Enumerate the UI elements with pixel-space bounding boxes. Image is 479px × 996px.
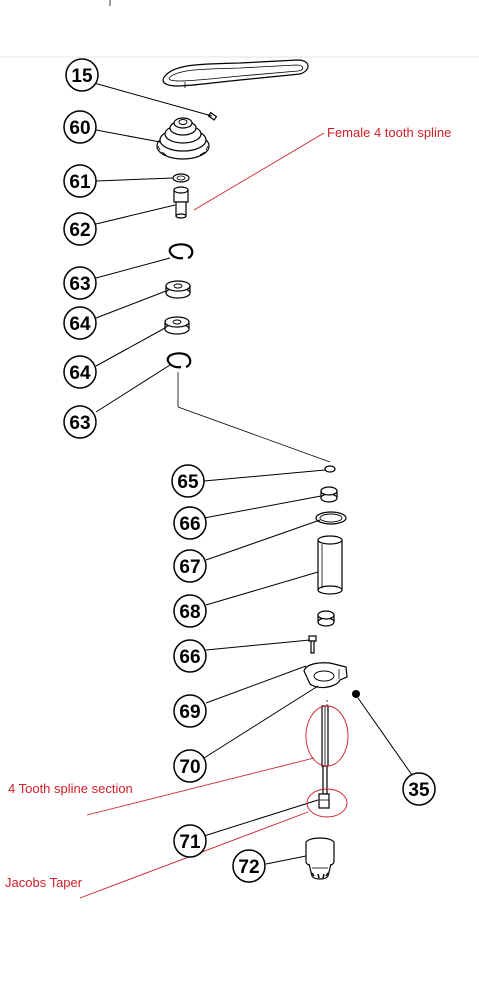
spline-sleeve-part [173, 186, 189, 219]
small-nut-part [324, 465, 336, 473]
callout-60-label: 60 [69, 118, 90, 139]
callout-66-lower-label: 66 [179, 647, 200, 668]
callout-68: 68 [173, 594, 207, 628]
callout-72-label: 72 [238, 857, 259, 878]
callout-35: 35 [402, 772, 436, 806]
spacer-upper-part [320, 486, 338, 503]
callout-66-lower: 66 [173, 639, 207, 673]
female-spline-note: Female 4 tooth spline [327, 125, 451, 140]
callout-62: 62 [63, 212, 97, 246]
callout-72: 72 [232, 849, 266, 883]
callout-68-label: 68 [179, 602, 200, 623]
callout-60: 60 [63, 110, 97, 144]
callout-69: 69 [173, 694, 207, 728]
callout-71: 71 [173, 824, 207, 858]
axis-connector [177, 406, 331, 463]
o-ring-part [315, 511, 347, 525]
jacobs-taper-note: Jacobs Taper [5, 875, 83, 890]
callout-66-upper: 66 [173, 506, 207, 540]
drill-chuck-part [305, 837, 335, 880]
snap-ring-upper-part [168, 243, 194, 260]
callout-70-label: 70 [179, 757, 200, 778]
snap-ring-lower-part [166, 352, 192, 369]
small-pin-part [207, 111, 218, 121]
spline-section-note: 4 Tooth spline section [8, 781, 133, 796]
spindle-part [318, 705, 330, 809]
clamp-bolt-part [308, 635, 317, 654]
belt-part [162, 59, 309, 88]
bearing-upper-part [165, 280, 191, 299]
callout-63-lower: 63 [63, 405, 97, 439]
depth-collar-part [303, 662, 348, 689]
callout-35-label: 35 [408, 780, 430, 801]
callout-61: 61 [63, 164, 97, 198]
leader-lines [93, 82, 413, 865]
ring-washer-part [172, 173, 190, 183]
callout-70: 70 [173, 749, 207, 783]
callout-64-upper-label: 64 [69, 314, 91, 335]
callout-64-lower: 64 [63, 355, 97, 389]
stepped-pulley-part [156, 117, 210, 160]
callout-63-lower-label: 63 [69, 413, 90, 434]
callout-15-label: 15 [71, 66, 93, 87]
callout-67-label: 67 [179, 557, 200, 578]
callout-71-label: 71 [179, 832, 201, 853]
callout-69-label: 69 [179, 702, 200, 723]
callout-63-upper: 63 [63, 266, 97, 300]
bearing-lower-part [164, 316, 190, 335]
callout-61-label: 61 [69, 172, 91, 193]
callout-65: 65 [171, 464, 205, 498]
callout-15: 15 [65, 58, 99, 92]
hex-nut-part [352, 690, 360, 698]
callout-66-upper-label: 66 [179, 514, 200, 535]
callout-65-label: 65 [177, 472, 199, 493]
callout-64-upper: 64 [63, 306, 97, 340]
callout-64-lower-label: 64 [69, 363, 91, 384]
callout-63-upper-label: 63 [69, 274, 90, 295]
callout-67: 67 [173, 549, 207, 583]
spacer-lower-part [317, 610, 335, 627]
quill-tube-part [317, 535, 343, 595]
callout-62-label: 62 [69, 220, 90, 241]
